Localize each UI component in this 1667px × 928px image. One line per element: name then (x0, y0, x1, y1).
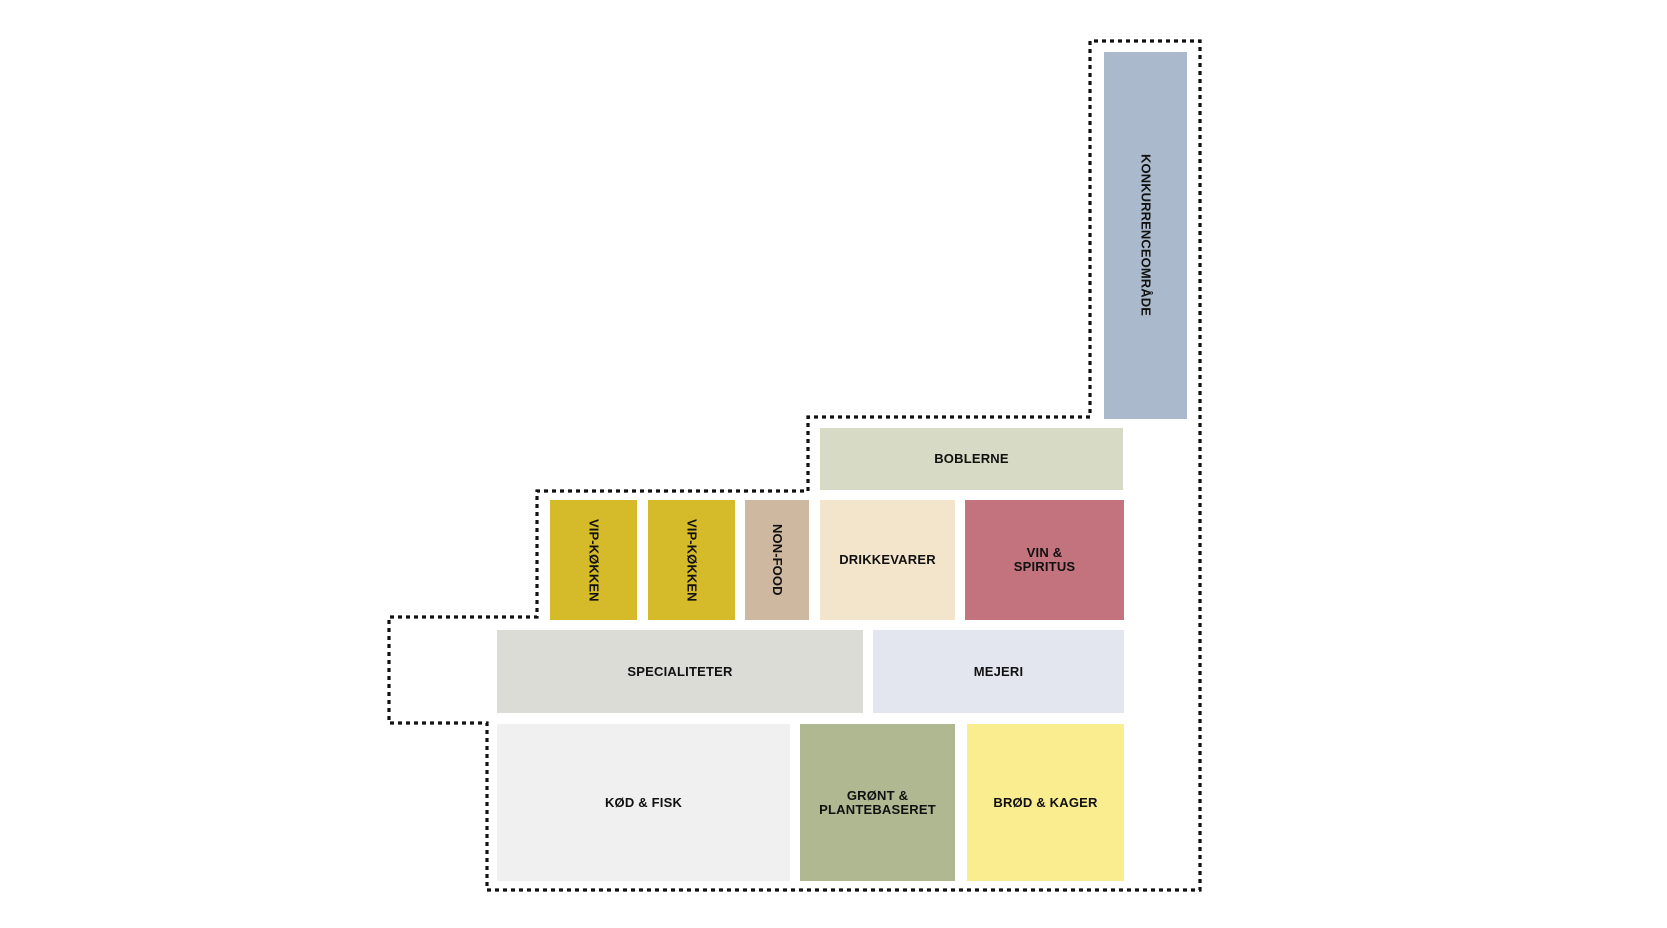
zone-vip-kokken-1: VIP-KØKKEN (550, 500, 637, 620)
zone-label-drikkevarer: DRIKKEVARER (839, 552, 936, 567)
zone-label-vip-kokken-1: VIP-KØKKEN (586, 518, 602, 602)
zone-label-boblerne: BOBLERNE (934, 451, 1009, 466)
zone-label-kod-fisk: KØD & FISK (604, 794, 683, 810)
zone-gront-plantebaseret: GRØNT & PLANTEBASERET (800, 724, 955, 881)
zone-boblerne: BOBLERNE (820, 428, 1123, 490)
zone-mejeri: MEJERI (873, 630, 1124, 713)
zone-specialiteter: SPECIALITETER (497, 630, 863, 713)
zone-brod-kager: BRØD & KAGER (967, 724, 1124, 881)
zone-label-vin-spiritus: VIN & SPIRITUS (1013, 545, 1076, 574)
zone-konkurrenceomraade: KONKURRENCEOMRÅDE (1104, 52, 1187, 419)
zone-label-brod-kager: BRØD & KAGER (993, 794, 1098, 810)
zone-label-konkurrenceomraade: KONKURRENCEOMRÅDE (1138, 154, 1154, 317)
zone-label-mejeri: MEJERI (973, 663, 1024, 679)
zone-vin-spiritus: VIN & SPIRITUS (965, 500, 1124, 620)
zone-label-vip-kokken-2: VIP-KØKKEN (684, 518, 700, 602)
zone-vip-kokken-2: VIP-KØKKEN (648, 500, 735, 620)
zone-non-food: NON-FOOD (745, 500, 809, 620)
zone-drikkevarer: DRIKKEVARER (820, 500, 955, 620)
zone-kod-fisk: KØD & FISK (497, 724, 790, 881)
zone-label-gront-plantebaseret: GRØNT & PLANTEBASERET (819, 787, 936, 817)
zone-label-specialiteter: SPECIALITETER (627, 663, 733, 679)
zone-label-non-food: NON-FOOD (770, 524, 785, 596)
